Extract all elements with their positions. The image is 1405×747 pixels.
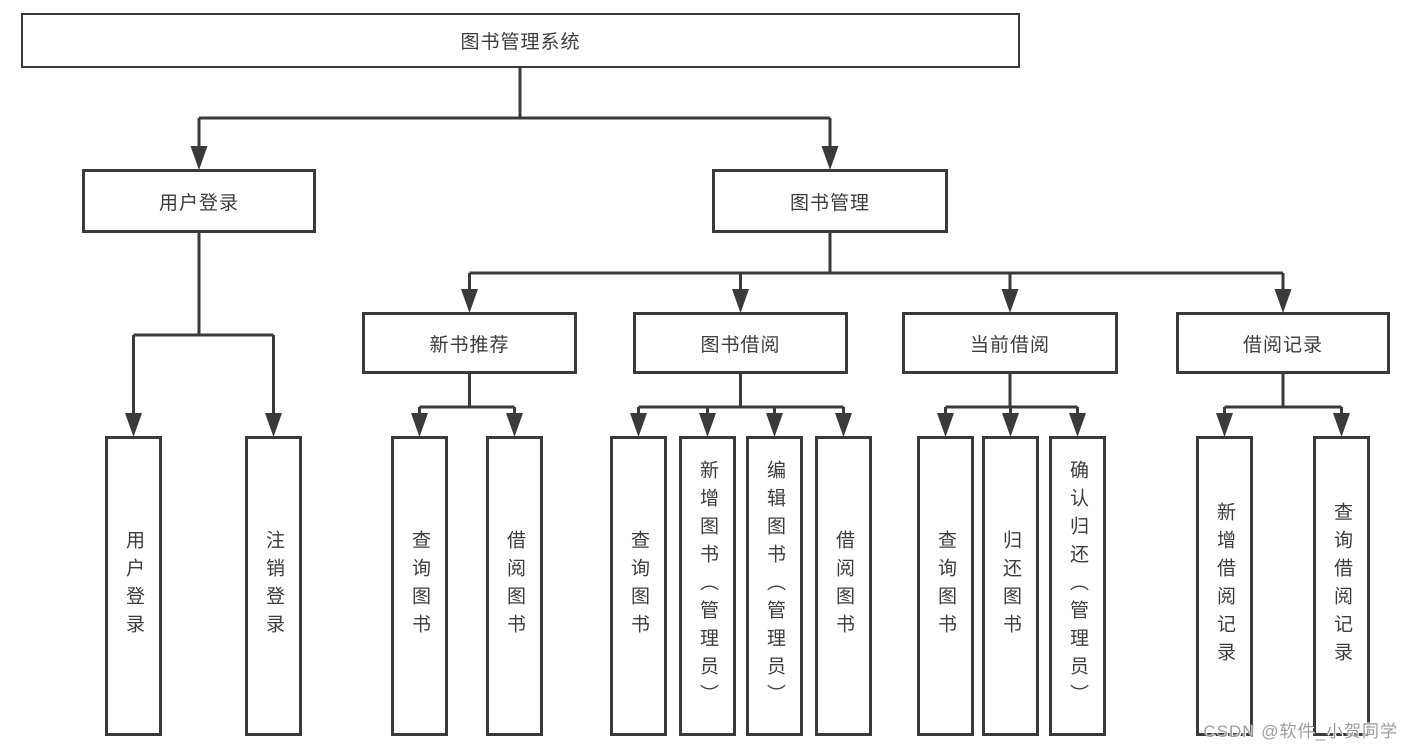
node-book-management: 图书管理 — [712, 169, 948, 233]
leaf-borrow-edit-books-admin: 编辑图书（管理员） — [746, 436, 803, 736]
leaf-borrow-add-books-admin: 新增图书（管理员） — [679, 436, 736, 736]
leaf-record-add-borrow-record: 新增借阅记录 — [1196, 436, 1253, 736]
arrowhead-icon — [265, 413, 282, 437]
leaf-borrow-edit-books-admin-label: 编辑图书（管理员） — [764, 460, 785, 712]
node-root: 图书管理系统 — [21, 13, 1020, 68]
node-user-login: 用户登录 — [82, 169, 316, 233]
node-current-borrow: 当前借阅 — [902, 312, 1118, 374]
leaf-newbook-borrow-books-label: 借阅图书 — [504, 530, 525, 642]
arrowhead-icon — [699, 413, 716, 437]
arrowhead-icon — [1333, 413, 1350, 437]
leaf-borrow-add-books-admin-label: 新增图书（管理员） — [697, 460, 718, 712]
node-borrow-record-label: 借阅记录 — [1242, 334, 1323, 356]
arrowhead-icon — [1002, 413, 1019, 437]
leaf-record-query-borrow-record: 查询借阅记录 — [1313, 436, 1370, 736]
leaf-user-login-label: 用户登录 — [123, 530, 144, 642]
leaf-current-return-books-label: 归还图书 — [1000, 530, 1021, 642]
leaf-borrow-borrow-books: 借阅图书 — [815, 436, 872, 736]
leaf-logout: 注销登录 — [245, 436, 302, 736]
leaf-newbook-query-books: 查询图书 — [391, 436, 448, 736]
leaf-borrow-query-books-label: 查询图书 — [628, 530, 649, 642]
arrowhead-icon — [1001, 289, 1019, 313]
leaf-borrow-borrow-books-label: 借阅图书 — [833, 530, 854, 642]
leaf-record-add-borrow-record-label: 新增借阅记录 — [1214, 502, 1235, 670]
arrowhead-icon — [766, 413, 783, 437]
node-current-borrow-label: 当前借阅 — [969, 334, 1050, 356]
arrowhead-icon — [821, 146, 839, 170]
leaf-current-query-books: 查询图书 — [917, 436, 974, 736]
leaf-current-confirm-return-admin: 确认归还（管理员） — [1049, 436, 1106, 736]
arrowhead-icon — [732, 289, 749, 313]
leaf-current-confirm-return-admin-label: 确认归还（管理员） — [1067, 460, 1088, 712]
arrowhead-icon — [835, 413, 852, 437]
arrowhead-icon — [630, 413, 647, 437]
leaf-borrow-query-books: 查询图书 — [610, 436, 667, 736]
arrowheads — [125, 146, 1350, 437]
arrowhead-icon — [506, 413, 523, 437]
arrowhead-icon — [1069, 413, 1086, 437]
arrowhead-icon — [461, 289, 478, 313]
node-book-borrow: 图书借阅 — [633, 312, 848, 374]
leaf-newbook-query-books-label: 查询图书 — [409, 530, 430, 642]
node-new-book-recommend: 新书推荐 — [362, 312, 577, 374]
arrowhead-icon — [1216, 413, 1233, 437]
leaf-logout-label: 注销登录 — [263, 530, 284, 642]
arrowhead-icon — [411, 413, 428, 437]
connector-path — [132, 68, 1343, 417]
leaf-current-query-books-label: 查询图书 — [935, 530, 956, 642]
node-borrow-record: 借阅记录 — [1176, 312, 1390, 374]
node-book-borrow-label: 图书借阅 — [700, 334, 781, 356]
leaf-record-query-borrow-record-label: 查询借阅记录 — [1331, 502, 1352, 670]
leaf-user-login: 用户登录 — [105, 436, 162, 736]
arrowhead-icon — [190, 146, 208, 170]
node-root-label: 图书管理系统 — [460, 32, 581, 53]
leaf-newbook-borrow-books: 借阅图书 — [486, 436, 543, 736]
csdn-watermark: CSDN @软件_小贺同学 — [1203, 722, 1398, 741]
leaf-current-return-books: 归还图书 — [982, 436, 1039, 736]
arrowhead-icon — [937, 413, 954, 437]
node-book-management-label: 图书管理 — [789, 192, 870, 214]
arrowhead-icon — [125, 413, 142, 437]
node-user-login-label: 用户登录 — [158, 192, 239, 214]
node-new-book-recommend-label: 新书推荐 — [429, 334, 510, 356]
arrowhead-icon — [1274, 289, 1292, 313]
